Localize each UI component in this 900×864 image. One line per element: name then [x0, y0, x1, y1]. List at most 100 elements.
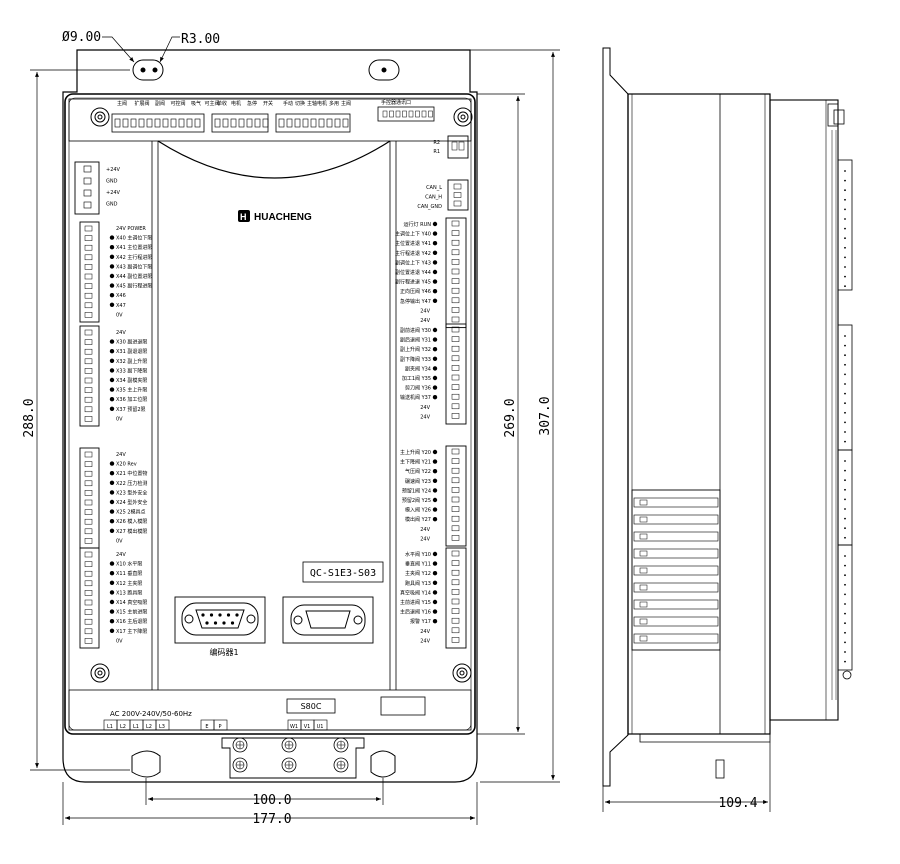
top-connector-label: 电机 — [231, 100, 241, 107]
top-connector-label: 可主阀 — [204, 100, 219, 107]
can-connector — [447, 179, 469, 211]
power-terminal: L3 — [159, 724, 165, 730]
side-pin-dot — [844, 527, 846, 530]
side-pin-dot — [844, 641, 846, 644]
terminal-pin — [451, 637, 460, 643]
terminal-pin — [170, 118, 177, 128]
db9-pin — [218, 613, 222, 617]
top-connector-label: 扩展阀 — [134, 100, 149, 107]
terminal-pin — [451, 598, 460, 605]
indicator-led — [432, 260, 438, 265]
terminal-pin — [451, 345, 460, 352]
heat-sink-fin — [633, 599, 719, 610]
top-connector-label: 主阀 — [341, 100, 351, 107]
indicator-led — [432, 517, 438, 522]
indicator-led — [432, 279, 438, 284]
terminal-pin — [84, 590, 93, 596]
terminal-pin — [451, 220, 460, 227]
terminal-pin — [84, 254, 93, 261]
brand-name: HUACHENG — [254, 212, 312, 223]
terminal-pin — [84, 264, 93, 270]
ground-screw-slot — [236, 761, 244, 769]
output-label: 副位置进退 Y44 — [395, 269, 431, 276]
can-label: CAN_H — [425, 195, 442, 201]
indicator-led — [109, 461, 115, 466]
ground-screw — [281, 737, 297, 753]
dim-width-100: 100.0 — [252, 793, 291, 808]
svg-text:H: H — [240, 212, 247, 222]
indicator-led — [109, 283, 115, 288]
indicator-led — [109, 245, 115, 250]
terminal-pin — [310, 118, 317, 128]
terminal-pin — [451, 506, 460, 512]
output-label: 剪刀阀 Y36 — [405, 385, 431, 392]
terminal-pin — [318, 118, 325, 128]
indicator-led — [432, 221, 438, 227]
top-right-slot — [368, 59, 400, 81]
indicator-led — [109, 273, 115, 279]
board-body — [64, 93, 476, 735]
terminal-pin — [451, 525, 460, 532]
corner-screws — [90, 107, 473, 683]
output-label: 24V — [420, 536, 430, 542]
side-pin-dot — [844, 198, 846, 201]
side-pin-dot — [844, 411, 846, 414]
side-pin-dot — [844, 440, 846, 443]
input-label: 0V — [116, 416, 123, 422]
side-pin-dot — [844, 498, 846, 501]
heat-sink-fin — [633, 633, 719, 644]
terminal-pin — [138, 118, 145, 128]
output-label: 预留1阀 Y24 — [402, 487, 431, 494]
terminal-pin — [84, 225, 93, 232]
side-pin-dot — [844, 218, 846, 220]
indicator-led — [109, 387, 115, 392]
indicator-led — [432, 561, 438, 566]
side-pin-dot — [844, 392, 846, 395]
power-terminal-label: GND — [106, 179, 118, 185]
output-label: 24V — [420, 414, 430, 420]
right-terminal-block — [445, 323, 467, 425]
terminal-pin — [451, 336, 460, 342]
terminal-pin — [453, 200, 462, 207]
terminal-pin — [451, 374, 460, 381]
fin-slot — [639, 516, 648, 523]
terminal-pin — [84, 368, 93, 374]
terminal-pin — [84, 480, 93, 487]
indicator-led — [432, 366, 438, 371]
terminal-pin — [451, 589, 460, 595]
side-pin-dot — [844, 402, 846, 405]
input-label: X24 型外安全 — [116, 499, 147, 506]
input-label: X16 主后退限 — [116, 618, 147, 625]
terminal-pin — [84, 283, 93, 289]
dim-width-177: 177.0 — [252, 812, 291, 827]
port-pin — [402, 110, 407, 118]
terminal-pin — [84, 528, 93, 535]
indicator-led — [432, 619, 438, 624]
power-terminal: L2 — [146, 724, 152, 730]
top-left-slot — [132, 59, 164, 81]
terminal-pin — [451, 467, 460, 474]
side-pin-dot — [844, 536, 846, 539]
fin-slot — [639, 635, 648, 642]
input-label: X43 副调位下限 — [116, 263, 152, 270]
top-connector-label: 吸气 — [191, 100, 201, 107]
heat-sink-fin — [633, 582, 719, 593]
output-label: 急停输出 Y47 — [400, 298, 431, 305]
terminal-pin — [194, 118, 201, 128]
ground-screw-slot — [236, 741, 244, 749]
heat-sink-fin — [633, 548, 719, 559]
output-label: 真空吸阀 Y14 — [400, 589, 431, 596]
heat-sink-fin — [633, 616, 719, 627]
input-label: X31 副退退限 — [116, 348, 147, 355]
terminal-pin — [262, 118, 269, 128]
terminal-pin — [458, 141, 465, 151]
terminal-pin — [451, 550, 460, 557]
left-terminal-block — [79, 325, 100, 427]
side-pin-dot — [844, 603, 846, 605]
terminal-pin — [451, 515, 460, 522]
db9-pin — [201, 613, 205, 617]
input-label: X36 加工位限 — [116, 396, 147, 403]
terminal-pin — [84, 406, 93, 413]
fin-slot — [639, 550, 648, 557]
